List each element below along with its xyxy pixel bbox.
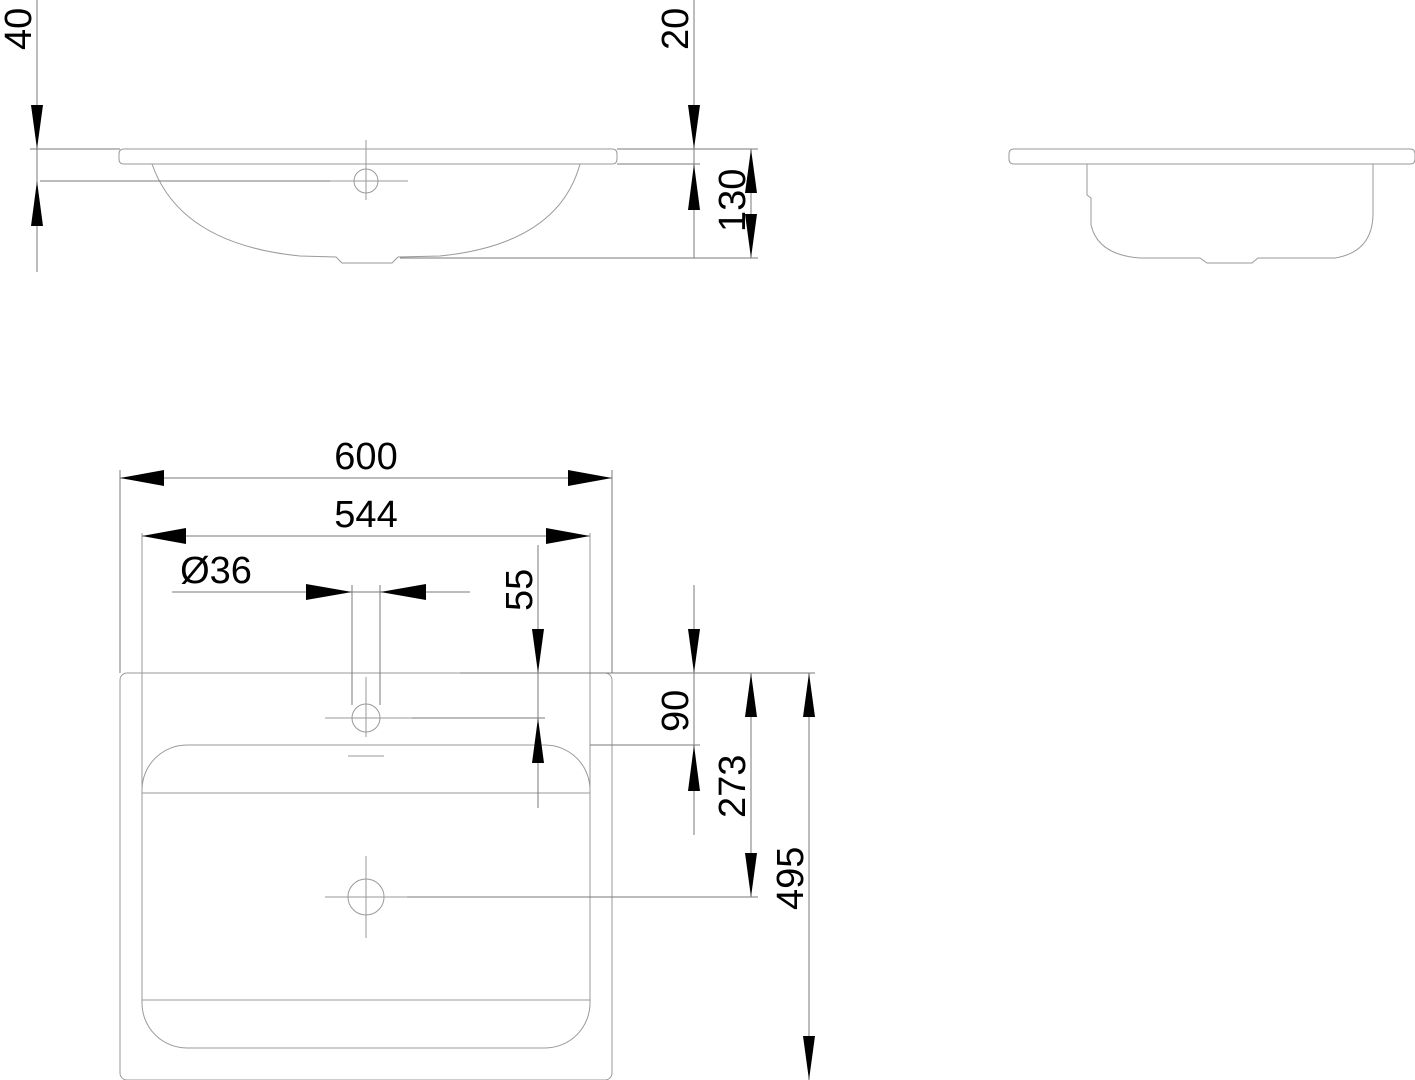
side-countertop-outline [1008, 148, 1415, 165]
dim-basin-depth: 130 [712, 149, 757, 258]
dim-bowl-from-edge: 90 [590, 585, 815, 835]
dim-tap-hole-diameter: Ø36 [172, 550, 470, 705]
side-view [1008, 148, 1415, 264]
dim-drain-from-edge: 273 [407, 673, 758, 898]
top-countertop-outline [119, 672, 613, 1080]
front-countertop-outline [118, 148, 618, 165]
side-bowl-outline [1086, 164, 1374, 264]
dim-label-600: 600 [334, 436, 397, 478]
dim-overall-depth: 495 [770, 673, 815, 1080]
front-bowl-outline [151, 163, 581, 264]
dim-label-40: 40 [0, 8, 40, 50]
dim-front-top-offset: 40 [0, 0, 120, 272]
dim-label-20: 20 [655, 8, 697, 50]
dim-overall-width: 600 [119, 436, 613, 673]
dim-label-90: 90 [655, 690, 697, 732]
dim-label-495: 495 [770, 847, 812, 910]
dim-right-top-offset: 20 [655, 0, 700, 258]
dim-label-273: 273 [712, 755, 754, 818]
dim-label-544: 544 [334, 494, 397, 536]
front-view [40, 140, 758, 264]
dim-bowl-width: 544 [142, 494, 590, 544]
dim-tap-hole-from-edge: 55 [412, 545, 612, 808]
dim-label-55: 55 [499, 569, 541, 611]
dim-label-diameter-36: Ø36 [180, 550, 252, 592]
dim-label-130: 130 [712, 169, 754, 232]
top-view [119, 533, 613, 1080]
